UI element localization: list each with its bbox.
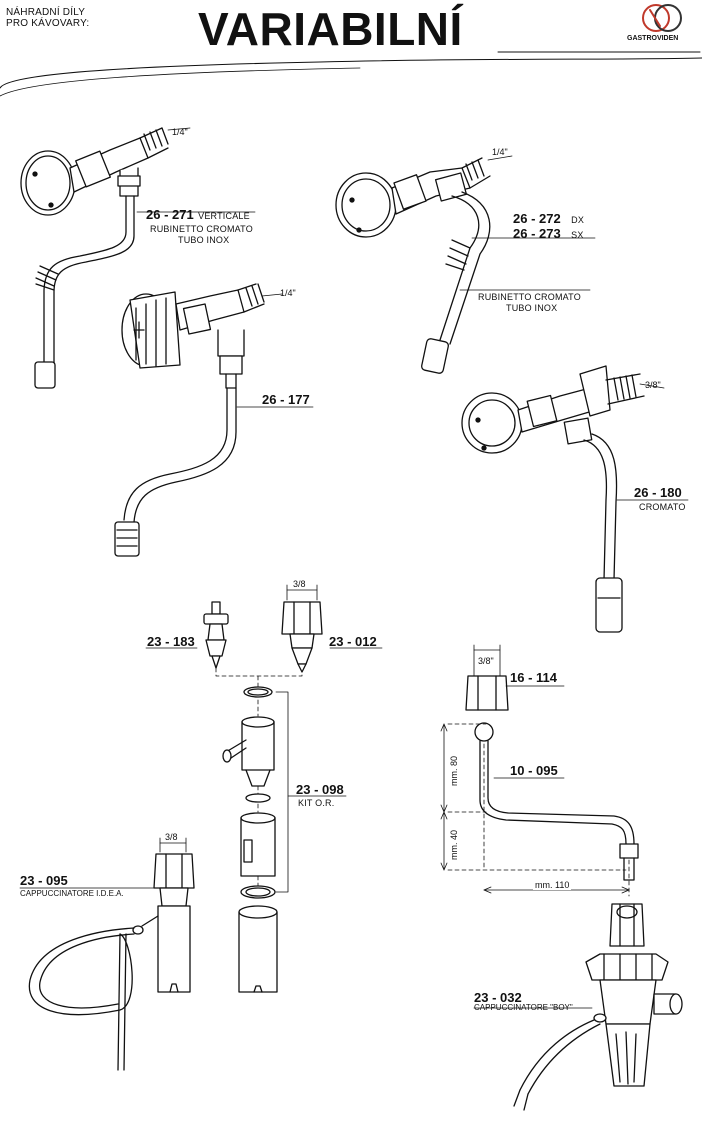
drawing-23-183 [203,601,229,669]
thread-26-177: 1/4" [280,288,296,298]
header-swoosh [0,57,702,89]
drawing-16-114 [465,644,565,711]
part-desc-26-273-line3: TUBO INOX [506,303,558,313]
part-desc-26-273-line2: RUBINETTO CROMATO [478,292,581,302]
part-note-26-271: VERTICALE [198,211,250,221]
part-desc-26-180: CROMATO [639,502,686,512]
part-code-10-095: 10 - 095 [510,763,558,778]
thread-26-272: 1/4" [492,147,508,157]
drawing-10-095 [440,722,639,897]
drawing-26-180 [461,365,689,633]
part-code-23-183: 23 - 183 [147,634,195,649]
part-code-26-180: 26 - 180 [634,485,682,500]
part-code-26-273: 26 - 273 [513,226,561,241]
logo-icon [642,4,682,32]
drawing-23-032 [473,903,683,1111]
part-desc-26-271-line3: TUBO INOX [178,235,230,245]
drawing-26-271 [20,127,256,389]
page-title: VARIABILNÍ [198,3,463,55]
header-line-1: NÁHRADNÍ DÍLY [6,7,86,18]
drawing-26-177 [114,283,314,557]
part-desc-26-271-line2: RUBINETTO CROMATO [150,224,253,234]
dim-10-095-horizontal-110: mm. 110 [533,880,572,890]
label-26-272: 26 - 272 DX [513,210,584,228]
header-line-2: PRO KÁVOVARY: [6,18,90,29]
thread-16-114: 3/8" [478,656,494,666]
part-desc-23-095: CAPPUCCINATORE I.D.E.A. [20,889,124,898]
dim-10-095-vertical-80: mm. 80 [449,755,459,786]
part-code-26-271: 26 - 271 [146,207,194,222]
drawing-23-098 [222,686,347,993]
part-code-26-272: 26 - 272 [513,211,561,226]
label-26-273: 26 - 273 SX [513,225,584,243]
thread-26-271: 1/4" [172,127,188,137]
drawing-23-012 [281,584,323,673]
part-code-23-095: 23 - 095 [20,873,68,888]
part-code-23-032: 23 - 032 [474,990,522,1005]
dim-10-095-vertical-40: mm. 40 [449,829,459,860]
header-subtitle: NÁHRADNÍ DÍLY PRO KÁVOVARY: [6,7,89,29]
part-desc-23-098: KIT O.R. [298,798,335,808]
part-code-16-114: 16 - 114 [510,670,557,685]
part-code-26-177: 26 - 177 [262,392,310,407]
part-code-23-012: 23 - 012 [329,634,377,649]
part-side-26-273: SX [571,230,584,240]
thread-23-012: 3/8 [293,579,306,589]
thread-23-095: 3/8 [165,832,178,842]
part-code-23-098: 23 - 098 [296,782,344,797]
drawing-23-095 [19,837,195,1071]
drawing-26-272 [335,155,596,374]
thread-26-180: 3/8" [645,380,661,390]
logo-wordmark: GASTROVIDEN [627,35,679,42]
part-desc-23-032: CAPPUCCINATORE "BOY" [474,1003,573,1012]
part-side-26-272: DX [571,215,585,225]
label-26-271: 26 - 271 VERTICALE [146,206,250,224]
